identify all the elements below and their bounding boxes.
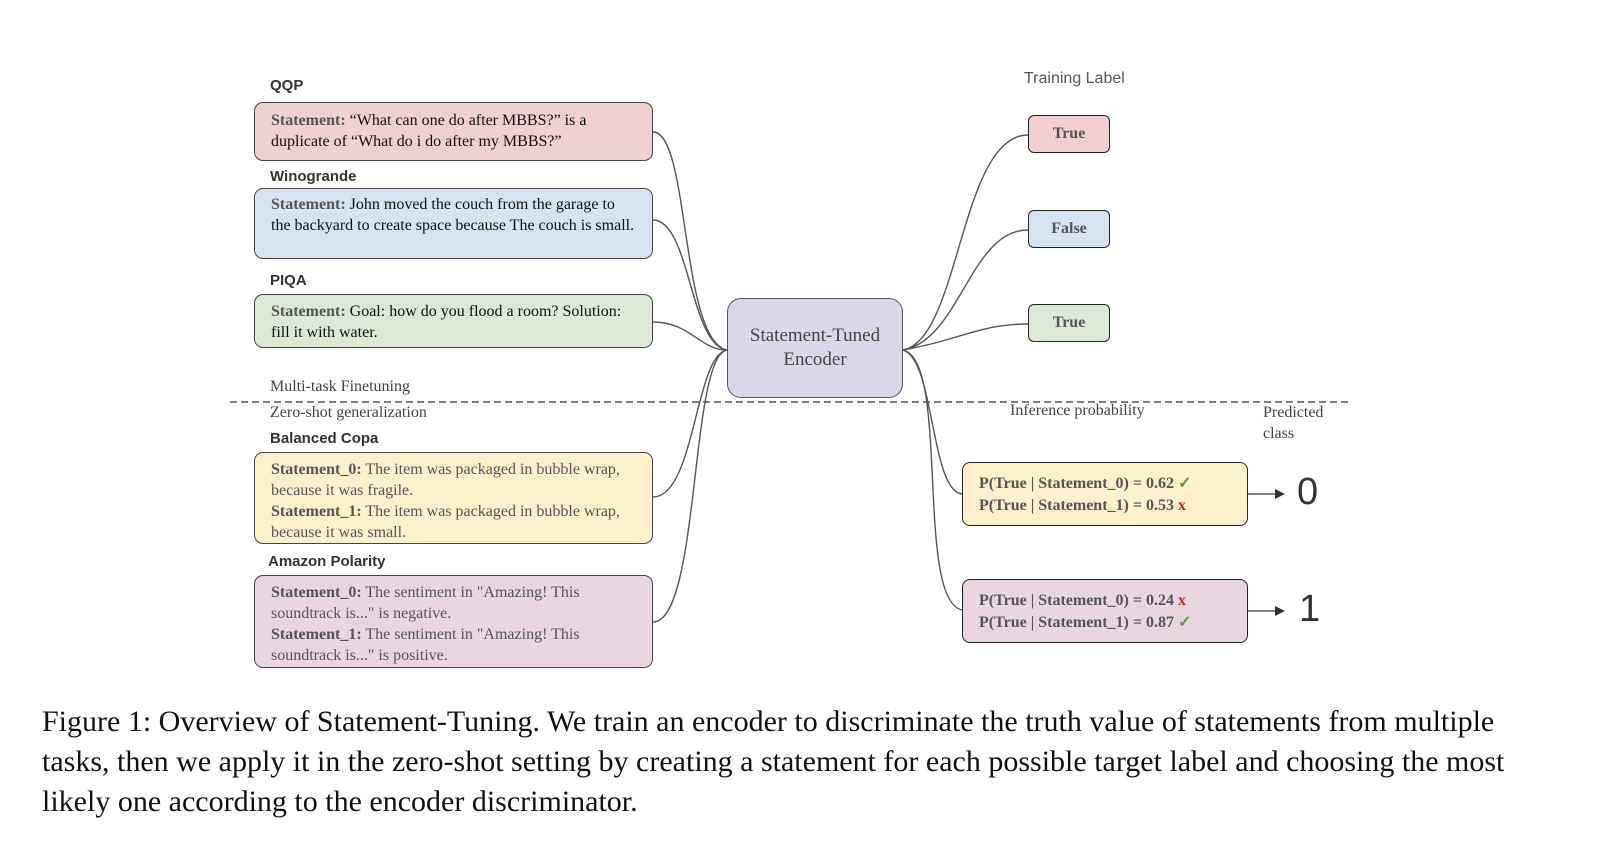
- statement-1-prefix: Statement_1:: [271, 626, 362, 643]
- probability-statement-0: P(True | Statement_0) = 0.62: [979, 475, 1174, 492]
- statement-1-text: The sentiment in "Amazing! This soundtra…: [271, 626, 580, 664]
- encoder-title-line2: Encoder: [783, 349, 847, 370]
- statement-tuned-encoder: Statement-Tuned Encoder: [727, 298, 903, 398]
- section-label-multitask: Multi-task Finetuning: [270, 378, 410, 395]
- connector-label-1: [902, 134, 1029, 351]
- check-icon: ✓: [1177, 475, 1192, 492]
- figure-caption: Figure 1: Overview of Statement-Tuning. …: [42, 705, 1505, 818]
- task-label-winogrande: Winogrande: [270, 168, 357, 185]
- connector-label-3: [902, 323, 1029, 351]
- statement-prefix: Statement:: [271, 196, 346, 213]
- statement-prefix: Statement:: [271, 112, 346, 129]
- statement-box-qqp: Statement: “What can one do after MBBS?”…: [254, 102, 653, 161]
- inference-box-copa: P(True | Statement_0) = 0.62 ✓ P(True | …: [962, 462, 1248, 526]
- task-label-amazon-polarity: Amazon Polarity: [268, 553, 386, 570]
- task-label-qqp: QQP: [270, 77, 304, 94]
- predicted-heading-line1: Predicted: [1263, 404, 1324, 421]
- cross-icon: x: [1177, 592, 1186, 609]
- statement-text: Goal: how do you flood a room? Solution:…: [271, 303, 622, 341]
- statement-box-piqa: Statement: Goal: how do you flood a room…: [254, 294, 653, 348]
- connector-lines: [230, 131, 1348, 623]
- task-label-balanced-copa: Balanced Copa: [270, 430, 379, 447]
- probability-statement-1: P(True | Statement_1) = 0.87: [979, 614, 1174, 631]
- arrowhead-1: [1275, 489, 1285, 499]
- training-label-3: True: [1028, 304, 1110, 342]
- statement-1-prefix: Statement_1:: [271, 503, 362, 520]
- inference-box-amazon: P(True | Statement_0) = 0.24 x P(True | …: [962, 579, 1248, 643]
- statement-box-winogrande: Statement: John moved the couch from the…: [254, 188, 653, 259]
- statement-0-prefix: Statement_0:: [271, 584, 362, 601]
- statement-0-text: The item was packaged in bubble wrap, be…: [271, 461, 620, 499]
- check-icon: ✓: [1177, 614, 1192, 631]
- statement-1-text: The item was packaged in bubble wrap, be…: [271, 503, 620, 541]
- connector-amazon: [652, 349, 728, 623]
- probability-statement-1: P(True | Statement_1) = 0.53: [979, 497, 1174, 514]
- statement-text: “What can one do after MBBS?” is a dupli…: [271, 112, 587, 150]
- connector-copa: [652, 349, 728, 498]
- connector-infer-1: [902, 349, 963, 495]
- encoder-title-line1: Statement-Tuned: [749, 325, 881, 346]
- statement-text: John moved the couch from the garage to …: [271, 196, 635, 234]
- predicted-class-amazon: 1: [1299, 588, 1321, 630]
- training-label-heading: Training Label: [1024, 70, 1125, 87]
- section-label-zeroshot: Zero-shot generalization: [270, 404, 427, 421]
- statement-box-balanced-copa: Statement_0: The item was packaged in bu…: [254, 452, 653, 544]
- predicted-class-heading: Predicted class: [1263, 402, 1323, 444]
- inference-heading: Inference probability: [1010, 402, 1145, 419]
- training-label-2: False: [1028, 210, 1110, 248]
- statement-box-amazon-polarity: Statement_0: The sentiment in "Amazing! …: [254, 575, 653, 668]
- statement-prefix: Statement:: [271, 303, 346, 320]
- training-label-1: True: [1028, 115, 1110, 153]
- probability-statement-0: P(True | Statement_0) = 0.24: [979, 592, 1174, 609]
- connector-infer-2: [902, 349, 963, 611]
- cross-icon: x: [1177, 497, 1186, 514]
- predicted-class-copa: 0: [1297, 471, 1319, 513]
- statement-0-text: The sentiment in "Amazing! This soundtra…: [271, 584, 580, 622]
- connector-label-2: [902, 229, 1029, 351]
- arrowhead-2: [1275, 606, 1285, 616]
- connector-winogrande: [652, 219, 728, 351]
- statement-0-prefix: Statement_0:: [271, 461, 362, 478]
- connector-qqp: [652, 131, 728, 351]
- predicted-heading-line2: class: [1263, 425, 1295, 442]
- connector-piqa: [652, 321, 728, 351]
- task-label-piqa: PIQA: [270, 272, 307, 289]
